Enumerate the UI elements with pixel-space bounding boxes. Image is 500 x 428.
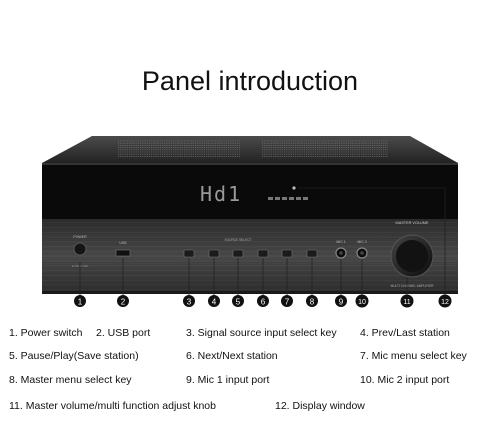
page-title: Panel introduction [141, 66, 359, 96]
display-indicators [268, 197, 308, 200]
marker-10: 10 [355, 294, 369, 308]
marker-2-text: 2 [121, 298, 126, 307]
key-prev[interactable] [208, 249, 220, 258]
marker-7: 7 [281, 295, 293, 307]
legend-item-7: 7. Mic menu select key [360, 350, 467, 362]
mic2-jack-core [360, 251, 364, 255]
legend-item-12: 12. Display window [275, 400, 365, 412]
legend-item-8: 8. Master menu select key [9, 374, 132, 386]
display-window-text: Hd1 [200, 182, 242, 206]
master-volume-label: MASTER VOLUME [396, 221, 429, 225]
marker-12: 12 [438, 294, 452, 308]
key-master-menu[interactable] [306, 249, 318, 258]
power-switch[interactable] [73, 242, 87, 256]
marker-9-text: 9 [339, 298, 344, 307]
legend-item-3: 3. Signal source input select key [186, 327, 337, 339]
legend-item-9: 9. Mic 1 input port [186, 374, 270, 386]
display-dot [292, 186, 296, 190]
legend-item-6: 6. Next/Next station [186, 350, 278, 362]
marker-11-text: 11 [403, 299, 410, 306]
marker-3: 3 [183, 295, 195, 307]
master-volume-knob-face [396, 240, 428, 272]
power-label: POWER [73, 235, 87, 239]
vent-grille-right [262, 140, 388, 157]
key-input-select[interactable] [183, 249, 195, 258]
mic1-label: MIC 1 [336, 240, 345, 244]
marker-8-text: 8 [310, 298, 315, 307]
vent-grille-left [118, 140, 240, 157]
mic1-jack-core [339, 251, 343, 255]
key-play-pause[interactable] [232, 249, 244, 258]
marker-1-text: 1 [78, 298, 83, 307]
legend-item-4: 4. Prev/Last station [360, 327, 450, 339]
marker-8: 8 [306, 295, 318, 307]
marker-7-text: 7 [285, 298, 290, 307]
key-mic-menu[interactable] [281, 249, 293, 258]
marker-6-text: 6 [261, 298, 266, 307]
top-lid [42, 136, 458, 163]
usb-label: USB [119, 241, 127, 245]
marker-6: 6 [257, 295, 269, 307]
usb-port[interactable] [115, 249, 131, 257]
source-keys-label: SOURCE SELECT [225, 238, 252, 242]
model-label: MULTI CHANNEL AMPLIFIER [391, 284, 435, 288]
marker-3-text: 3 [187, 298, 192, 307]
callout-leaders [79, 187, 446, 295]
marker-5: 5 [232, 295, 244, 307]
faceplate-lower-edge [42, 291, 458, 294]
key-next[interactable] [257, 249, 269, 258]
front-glass-edge [42, 163, 458, 165]
faceplate-brush-texture [42, 220, 458, 290]
marker-9: 9 [335, 295, 347, 307]
legend-item-2: 2. USB port [96, 327, 151, 339]
front-glass [42, 163, 458, 219]
marker-2: 2 [117, 295, 129, 307]
marker-10-text: 10 [358, 299, 366, 306]
legend-item-11: 11. Master volume/multi function adjust … [9, 400, 216, 412]
marker-1: 1 [74, 295, 86, 307]
marker-4-text: 4 [212, 298, 217, 307]
legend-item-1: 1. Power switch [9, 327, 83, 339]
marker-12-text: 12 [441, 299, 449, 306]
marker-5-text: 5 [236, 298, 241, 307]
legend-item-10: 10. Mic 2 input port [360, 374, 450, 386]
mic2-label: MIC 2 [357, 240, 366, 244]
marker-4: 4 [208, 295, 220, 307]
legend-item-5: 5. Pause/Play(Save station) [9, 350, 139, 362]
marker-11: 11 [400, 294, 414, 308]
